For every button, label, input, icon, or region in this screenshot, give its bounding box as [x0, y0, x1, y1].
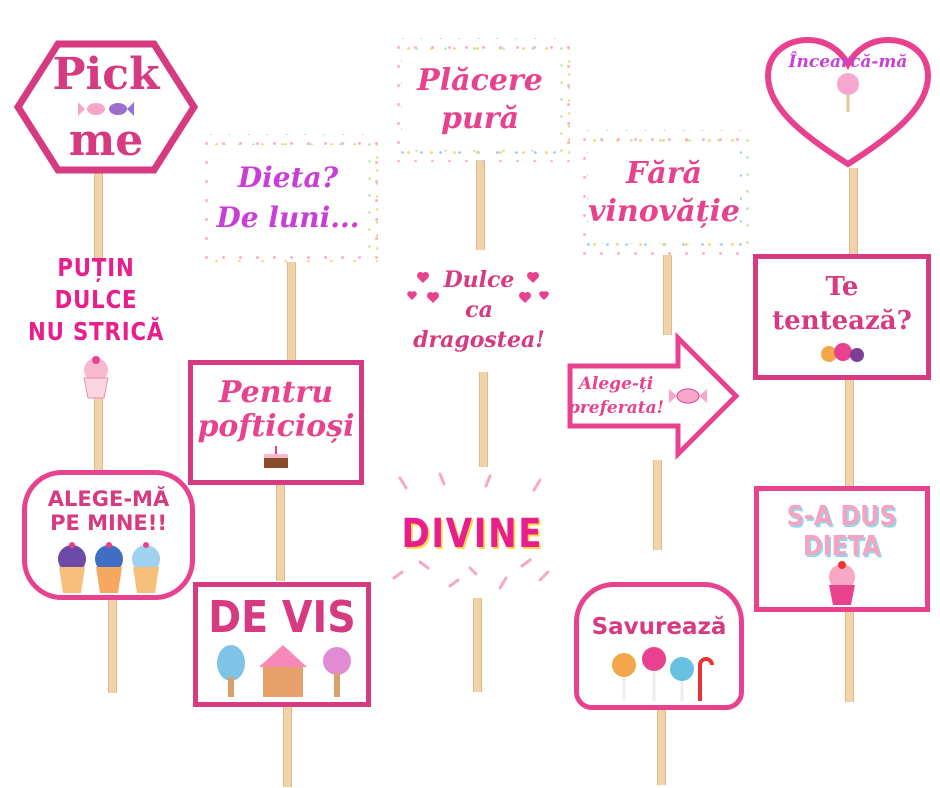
putin-dulce-line1: PUȚIN DULCE [54, 253, 138, 314]
hearts-icon [407, 271, 549, 303]
stick [287, 262, 296, 360]
cake-icon [264, 445, 288, 468]
pick-me-line1: Pick [52, 49, 160, 100]
placere-line1: Plăcere [417, 63, 543, 98]
stick [473, 598, 482, 692]
divine-text: DIVINE [401, 511, 543, 557]
lollipops-icon [612, 647, 714, 701]
putin-dulce-sign: PUȚIN DULCE NU STRICĂ [6, 252, 186, 399]
candy-land-icon [217, 645, 351, 697]
incearca-text: Încearcă-mă [788, 52, 908, 72]
placere-sign: Plăcere pură [390, 38, 570, 162]
incearca-sign: Încearcă-mă [764, 36, 932, 168]
te-tenteaza-line1: Te [825, 272, 859, 302]
stick [657, 705, 666, 785]
stick [283, 707, 292, 787]
fara-line2: vinovăție [588, 194, 740, 229]
de-vis-sign: DE VIS [193, 582, 371, 707]
cupcake-icon [829, 561, 855, 605]
alege-ma-line1: ALEGE-MĂ [47, 487, 170, 511]
dieta-line1: Dieta? [237, 161, 339, 194]
te-tenteaza-sign: Te tentează? [753, 254, 931, 380]
s-a-dus-line1: S-A DUS [787, 499, 897, 532]
cotton-candy-icon [837, 73, 859, 112]
alege-ma-sign: ALEGE-MĂ PE MINE!! [22, 470, 195, 600]
confetti-icon [392, 472, 550, 590]
stick [276, 485, 285, 581]
stick [108, 598, 117, 693]
pentru-line2: pofticioși [197, 408, 355, 444]
cupcakes-icon [57, 542, 160, 593]
alege-ti-line2: preferata! [567, 398, 665, 418]
stick [476, 160, 485, 250]
dulce-ca-line3: dragostea! [413, 327, 545, 353]
fara-line1: Fără [626, 156, 702, 191]
pentru-line1: Pentru [218, 374, 334, 410]
te-tenteaza-line2: tentează? [772, 306, 912, 336]
dulce-ca-line2: ca [465, 297, 493, 323]
de-vis-text: DE VIS [208, 592, 356, 643]
stick [845, 378, 854, 486]
pick-me-line2: me [68, 115, 144, 166]
alege-ti-sign: Alege-ți preferata! [566, 331, 740, 461]
dulce-ca-line1: Dulce [443, 267, 515, 293]
divine-sign: DIVINE [380, 468, 564, 600]
stick [849, 168, 858, 256]
dulce-ca-sign: Dulce ca dragostea! [398, 248, 560, 372]
savureaza-sign: Savurează [574, 582, 744, 710]
wrapped-candy-icon [669, 388, 708, 404]
putin-dulce-line2: NU STRICĂ [27, 317, 165, 346]
alege-ma-line2: PE MINE!! [50, 511, 167, 535]
stick [653, 460, 662, 550]
placere-line2: pură [440, 101, 520, 136]
stick [94, 170, 103, 262]
stick [94, 380, 103, 472]
stick [479, 372, 488, 467]
dieta-line2: De luni... [216, 201, 360, 234]
pentru-sign: Pentru pofticioși [188, 360, 364, 485]
pick-me-sign: Pick me [13, 40, 199, 174]
cupcake-icon [83, 356, 109, 399]
s-a-dus-sign: S-A DUS DIETA [754, 486, 930, 612]
stick [663, 255, 672, 335]
savureaza-text: Savurează [591, 614, 727, 640]
s-a-dus-line2: DIETA [803, 529, 881, 562]
sweets-icon [821, 343, 864, 362]
candy-icon [78, 102, 134, 116]
dieta-sign: Dieta? De luni... [198, 134, 378, 262]
stick [845, 612, 854, 702]
alege-ti-line1: Alege-ți [578, 374, 654, 394]
fara-sign: Fără vinovăție [576, 130, 752, 256]
